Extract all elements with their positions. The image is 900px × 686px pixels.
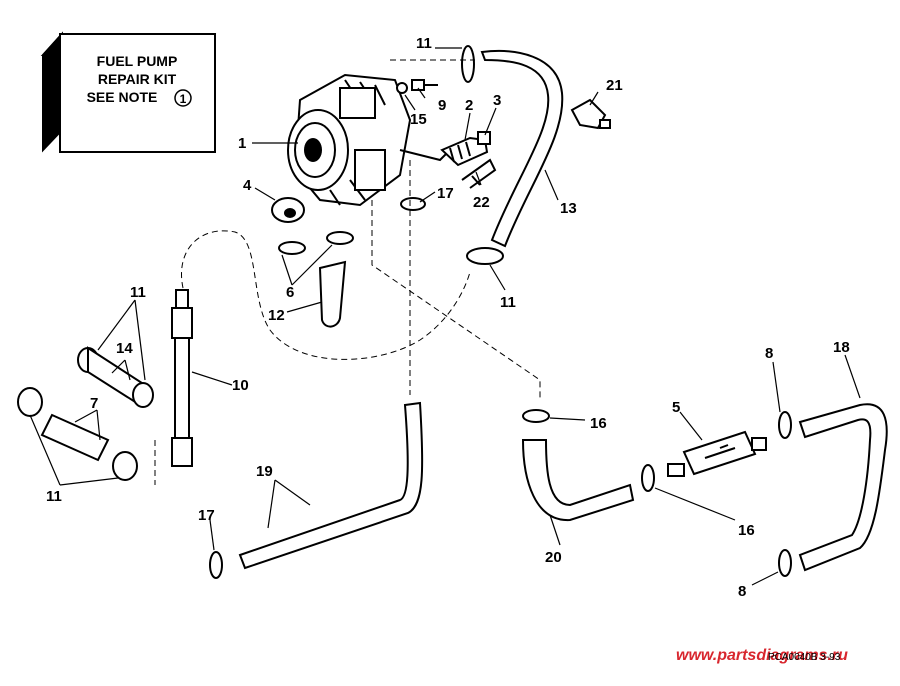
clamp-11-mid <box>466 247 504 265</box>
washer-15 <box>396 82 408 94</box>
callout-22: 22 <box>473 194 490 211</box>
screw-9 <box>411 79 438 91</box>
clamp-11-top <box>461 45 475 83</box>
callout-11-top: 11 <box>416 35 432 52</box>
callout-16-top: 16 <box>590 415 607 432</box>
callout-20: 20 <box>545 549 562 566</box>
callout-17-bottom: 17 <box>198 507 215 524</box>
callout-9: 9 <box>438 97 446 114</box>
callout-1: 1 <box>238 135 246 152</box>
watermark: www.partsdiagrams.ru <box>676 647 848 664</box>
callout-numbers: 1 2 3 4 5 6 7 8 8 9 10 11 11 11 11 12 13… <box>46 35 850 600</box>
callout-17-top: 17 <box>437 185 454 202</box>
callout-15: 15 <box>410 111 427 128</box>
note-circle <box>174 89 192 107</box>
inline-filter-5 <box>667 430 767 477</box>
fitting-4 <box>271 197 305 223</box>
elbow-fitting-21 <box>570 98 611 130</box>
callout-5: 5 <box>672 399 680 416</box>
callout-4: 4 <box>243 177 252 194</box>
repair-kit-box: FUEL PUMP REPAIR KIT SEE NOTE 1 <box>40 31 217 153</box>
callout-8-top: 8 <box>765 345 773 362</box>
kit-line-1: FUEL PUMP <box>97 53 178 69</box>
callout-2: 2 <box>465 97 473 114</box>
routing-dash-lines <box>154 59 541 485</box>
callout-8-bottom: 8 <box>738 583 746 600</box>
leader-lines <box>29 47 861 586</box>
callout-11-left: 11 <box>130 284 146 301</box>
callout-7: 7 <box>90 395 98 412</box>
hose-20 <box>521 439 635 522</box>
callout-18: 18 <box>833 339 850 356</box>
hose-12 <box>318 260 347 328</box>
callout-11-bottom: 11 <box>46 488 62 505</box>
callout-12: 12 <box>268 307 285 324</box>
kit-line-2: REPAIR KIT <box>98 71 177 87</box>
callout-13: 13 <box>560 200 577 217</box>
callout-16-bottom: 16 <box>738 522 755 539</box>
drawing-code: PCA0040B 3-93 <box>768 652 841 663</box>
callout-10: 10 <box>232 377 249 394</box>
hose-7 <box>17 387 138 481</box>
hose-18 <box>798 403 888 572</box>
fuel-pump <box>287 73 451 207</box>
filter-assembly-10 <box>171 289 193 467</box>
callout-14: 14 <box>116 340 133 357</box>
callout-6: 6 <box>286 284 294 301</box>
bracket-14 <box>77 346 154 408</box>
note-number: 1 <box>180 92 187 106</box>
callout-11-mid: 11 <box>500 294 516 311</box>
kit-line-3: SEE NOTE <box>87 89 158 105</box>
hose-13 <box>480 50 564 248</box>
callout-21: 21 <box>606 77 623 94</box>
callout-19: 19 <box>256 463 273 480</box>
hose-19 <box>238 401 424 570</box>
spring-clamps <box>209 197 792 579</box>
clip-22 <box>461 158 497 189</box>
callout-3: 3 <box>493 92 501 109</box>
